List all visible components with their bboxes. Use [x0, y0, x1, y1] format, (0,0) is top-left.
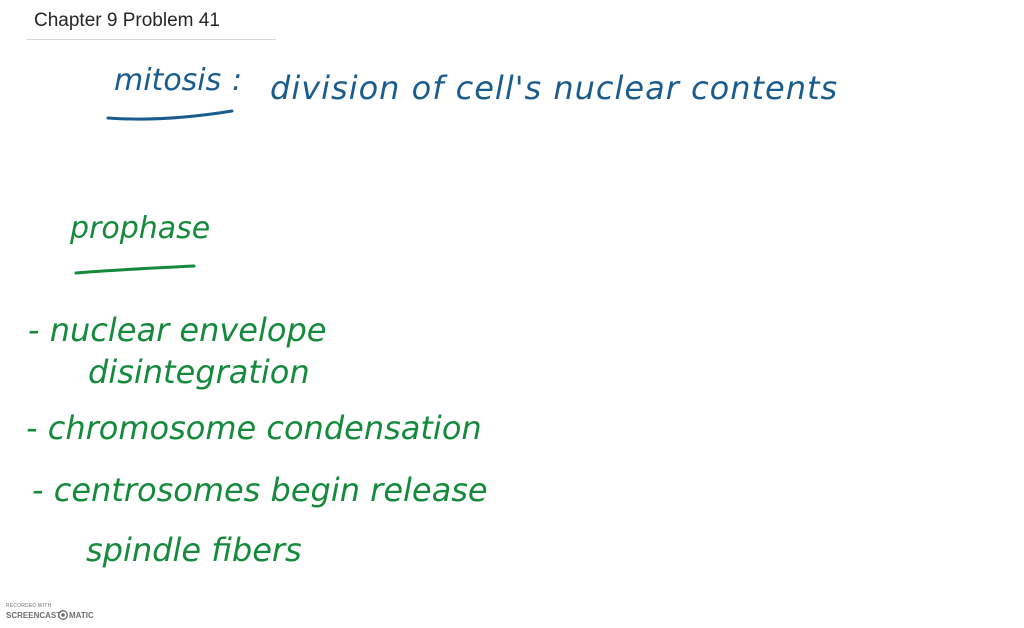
mitosis-definition: division of cell's nuclear contents	[270, 69, 839, 107]
page-title: Chapter 9 Problem 41	[34, 10, 220, 31]
mitosis-underline-stroke	[106, 109, 234, 121]
prophase-underline-stroke	[74, 264, 196, 275]
watermark-brand-left: SCREENCAST	[6, 611, 62, 620]
watermark-caption: RECORDED WITH	[6, 603, 52, 609]
bullet-nuclear-envelope: - nuclear envelope	[28, 311, 327, 349]
prophase-heading: prophase	[70, 211, 211, 246]
mitosis-colon: :	[232, 63, 243, 98]
bullet-nuclear-envelope-cont: disintegration	[88, 353, 310, 391]
bullet-centrosomes-cont: spindle fibers	[86, 531, 302, 569]
recorder-watermark: RECORDED WITH SCREENCAST MATIC	[6, 603, 96, 625]
bullet-chromosome-condensation: - chromosome condensation	[26, 409, 482, 447]
title-divider	[26, 39, 276, 40]
bullet-centrosomes: - centrosomes begin release	[32, 471, 488, 509]
screencast-record-icon	[58, 610, 68, 620]
watermark-brand-right: MATIC	[69, 611, 94, 620]
mitosis-term: mitosis	[114, 63, 222, 98]
